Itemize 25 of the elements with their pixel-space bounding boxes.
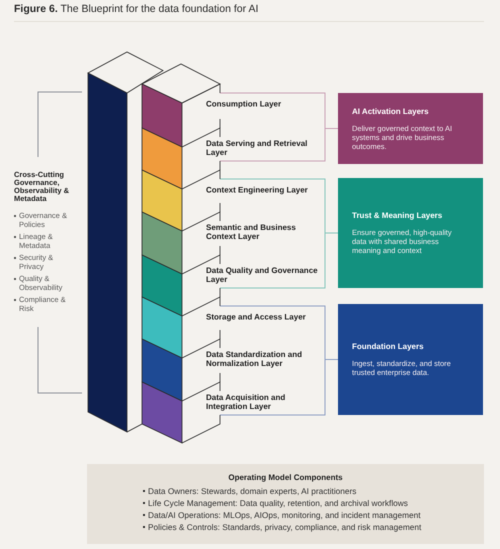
layer-label: Data Standardization and Normalization Layer	[206, 350, 304, 368]
figure-title: Figure 6. The Blueprint for the data foundation for AI	[14, 3, 258, 15]
bullet-item: Life Cycle Management: Data quality, retention, and archival workflows	[143, 497, 484, 509]
connector-line	[220, 359, 338, 416]
group-card	[338, 93, 483, 164]
info-panel	[87, 464, 484, 544]
layer-label: Context Engineering Layer	[206, 186, 309, 194]
card-heading: AI Activation Layers	[352, 106, 430, 116]
layer-label: Semantic and Business Context Layer	[206, 223, 297, 241]
connector-line	[220, 232, 338, 288]
layer-label: Data Serving and Retrieval Layer	[206, 139, 308, 157]
card-heading: Foundation Layers	[352, 342, 425, 352]
bullet-item: Data/AI Operations: MLOps, AIOps, monitoring, and incident management	[143, 509, 484, 521]
layer-label: Storage and Access Layer	[206, 312, 307, 322]
bullet-item: Data Owners: Stewards, domain experts, AI practitioners	[143, 485, 484, 497]
bullet-item: Policies & Controls: Standards, privacy, compliance, and risk management	[143, 521, 484, 533]
layer-label: Data Quality and Governance Layer	[206, 266, 319, 284]
group-card	[338, 304, 483, 415]
card-heading: Trust & Meaning Layers	[352, 211, 444, 221]
connector-line	[220, 128, 338, 162]
layer-label: Consumption Layer	[206, 100, 282, 108]
layer-label: Data Acquisition and Integration Layer	[206, 393, 286, 411]
group-card	[338, 178, 483, 288]
panel-heading: Operating Model Components	[227, 473, 344, 483]
column-block	[88, 52, 164, 433]
